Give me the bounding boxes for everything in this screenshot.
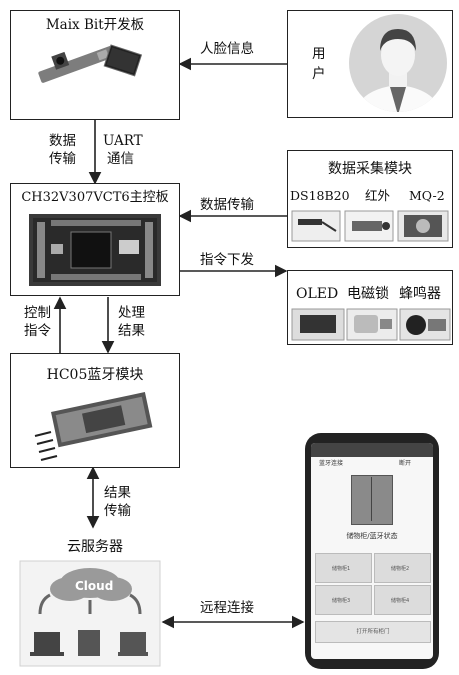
bluetooth-box: HC05蓝牙模块 [10, 353, 180, 468]
label-result-2: 传输 [104, 503, 131, 519]
cabinet-door-line [371, 477, 372, 521]
phone-status: 储物柜/蓝牙状态 [346, 532, 398, 540]
label-data-tx-1: 数据 [49, 133, 76, 149]
sensor-label-ds18b20: DS18B20 [290, 188, 350, 203]
bluetooth-title: HC05蓝牙模块 [46, 367, 144, 383]
cabinet-btn-4[interactable]: 储物柜4 [374, 585, 431, 615]
label-data-tx2: 数据传输 [200, 197, 254, 213]
cabinet-btn-1[interactable]: 储物柜1 [315, 553, 372, 583]
main-board-image [29, 214, 161, 286]
label-ctrl-2: 指令 [24, 323, 51, 339]
actuator-label-lock: 电磁锁 [347, 286, 389, 302]
cabinet-btn-1-label: 储物柜1 [332, 566, 351, 572]
label-data-tx-2: 传输 [49, 151, 76, 167]
label-result-1: 结果 [104, 485, 131, 501]
actuator-images [291, 308, 451, 341]
label-ctrl-1: 控制 [24, 305, 51, 321]
phone-header-disconnect[interactable]: 断开 [399, 460, 412, 467]
phone-header [311, 443, 433, 457]
cloud-label: Cloud [75, 579, 114, 593]
cabinet-btn-3-label: 储物柜3 [332, 598, 351, 604]
maix-bit-board-image [38, 44, 143, 83]
phone-screen: 蓝牙连接 断开 储物柜/蓝牙状态 储物柜1 储物柜2 储物柜3 储物柜4 打开所… [311, 443, 433, 659]
actuator-label-oled: OLED [296, 286, 339, 302]
cabinet-image [351, 475, 393, 525]
actuators-box: OLED 电磁锁 蜂鸣器 [287, 270, 453, 345]
label-uart-1: UART [103, 133, 143, 149]
main-board-title: CH32V307VCT6主控板 [21, 190, 169, 205]
user-label-2: 户 [312, 66, 326, 82]
cabinet-btn-2[interactable]: 储物柜2 [374, 553, 431, 583]
label-face-info: 人脸信息 [200, 41, 254, 57]
bluetooth-module-image [34, 392, 153, 461]
phone-frame: 蓝牙连接 断开 储物柜/蓝牙状态 储物柜1 储物柜2 储物柜3 储物柜4 打开所… [305, 433, 439, 669]
user-box: 用 户 [287, 10, 453, 118]
cabinet-btn-3[interactable]: 储物柜3 [315, 585, 372, 615]
sensor-images [291, 210, 449, 242]
open-all-label: 打开所有柜门 [356, 629, 390, 635]
label-proc-1: 处理 [118, 305, 145, 321]
sensor-label-mq2: MQ-2 [409, 188, 445, 203]
user-avatar-icon [349, 14, 447, 112]
main-board-box: CH32V307VCT6主控板 [10, 183, 180, 296]
maix-bit-box: Maix Bit开发板 [10, 10, 180, 120]
cabinet-btn-4-label: 储物柜4 [391, 598, 410, 604]
open-all-button[interactable]: 打开所有柜门 [315, 621, 431, 643]
label-uart-2: 通信 [107, 151, 134, 167]
actuator-label-buzzer: 蜂鸣器 [399, 286, 441, 302]
cloud-title: 云服务器 [67, 539, 123, 555]
sensor-label-ir: 红外 [365, 188, 391, 203]
acquisition-title: 数据采集模块 [328, 161, 412, 177]
acquisition-box: 数据采集模块 DS18B20 红外 MQ-2 [287, 150, 453, 248]
user-label-1: 用 [312, 46, 326, 62]
phone-header-title[interactable]: 蓝牙连接 [319, 460, 344, 467]
label-cmd-down: 指令下发 [200, 252, 254, 268]
label-remote: 远程连接 [200, 600, 254, 616]
maix-bit-title: Maix Bit开发板 [45, 17, 145, 33]
label-proc-2: 结果 [118, 323, 145, 339]
cabinet-btn-2-label: 储物柜2 [391, 566, 410, 572]
